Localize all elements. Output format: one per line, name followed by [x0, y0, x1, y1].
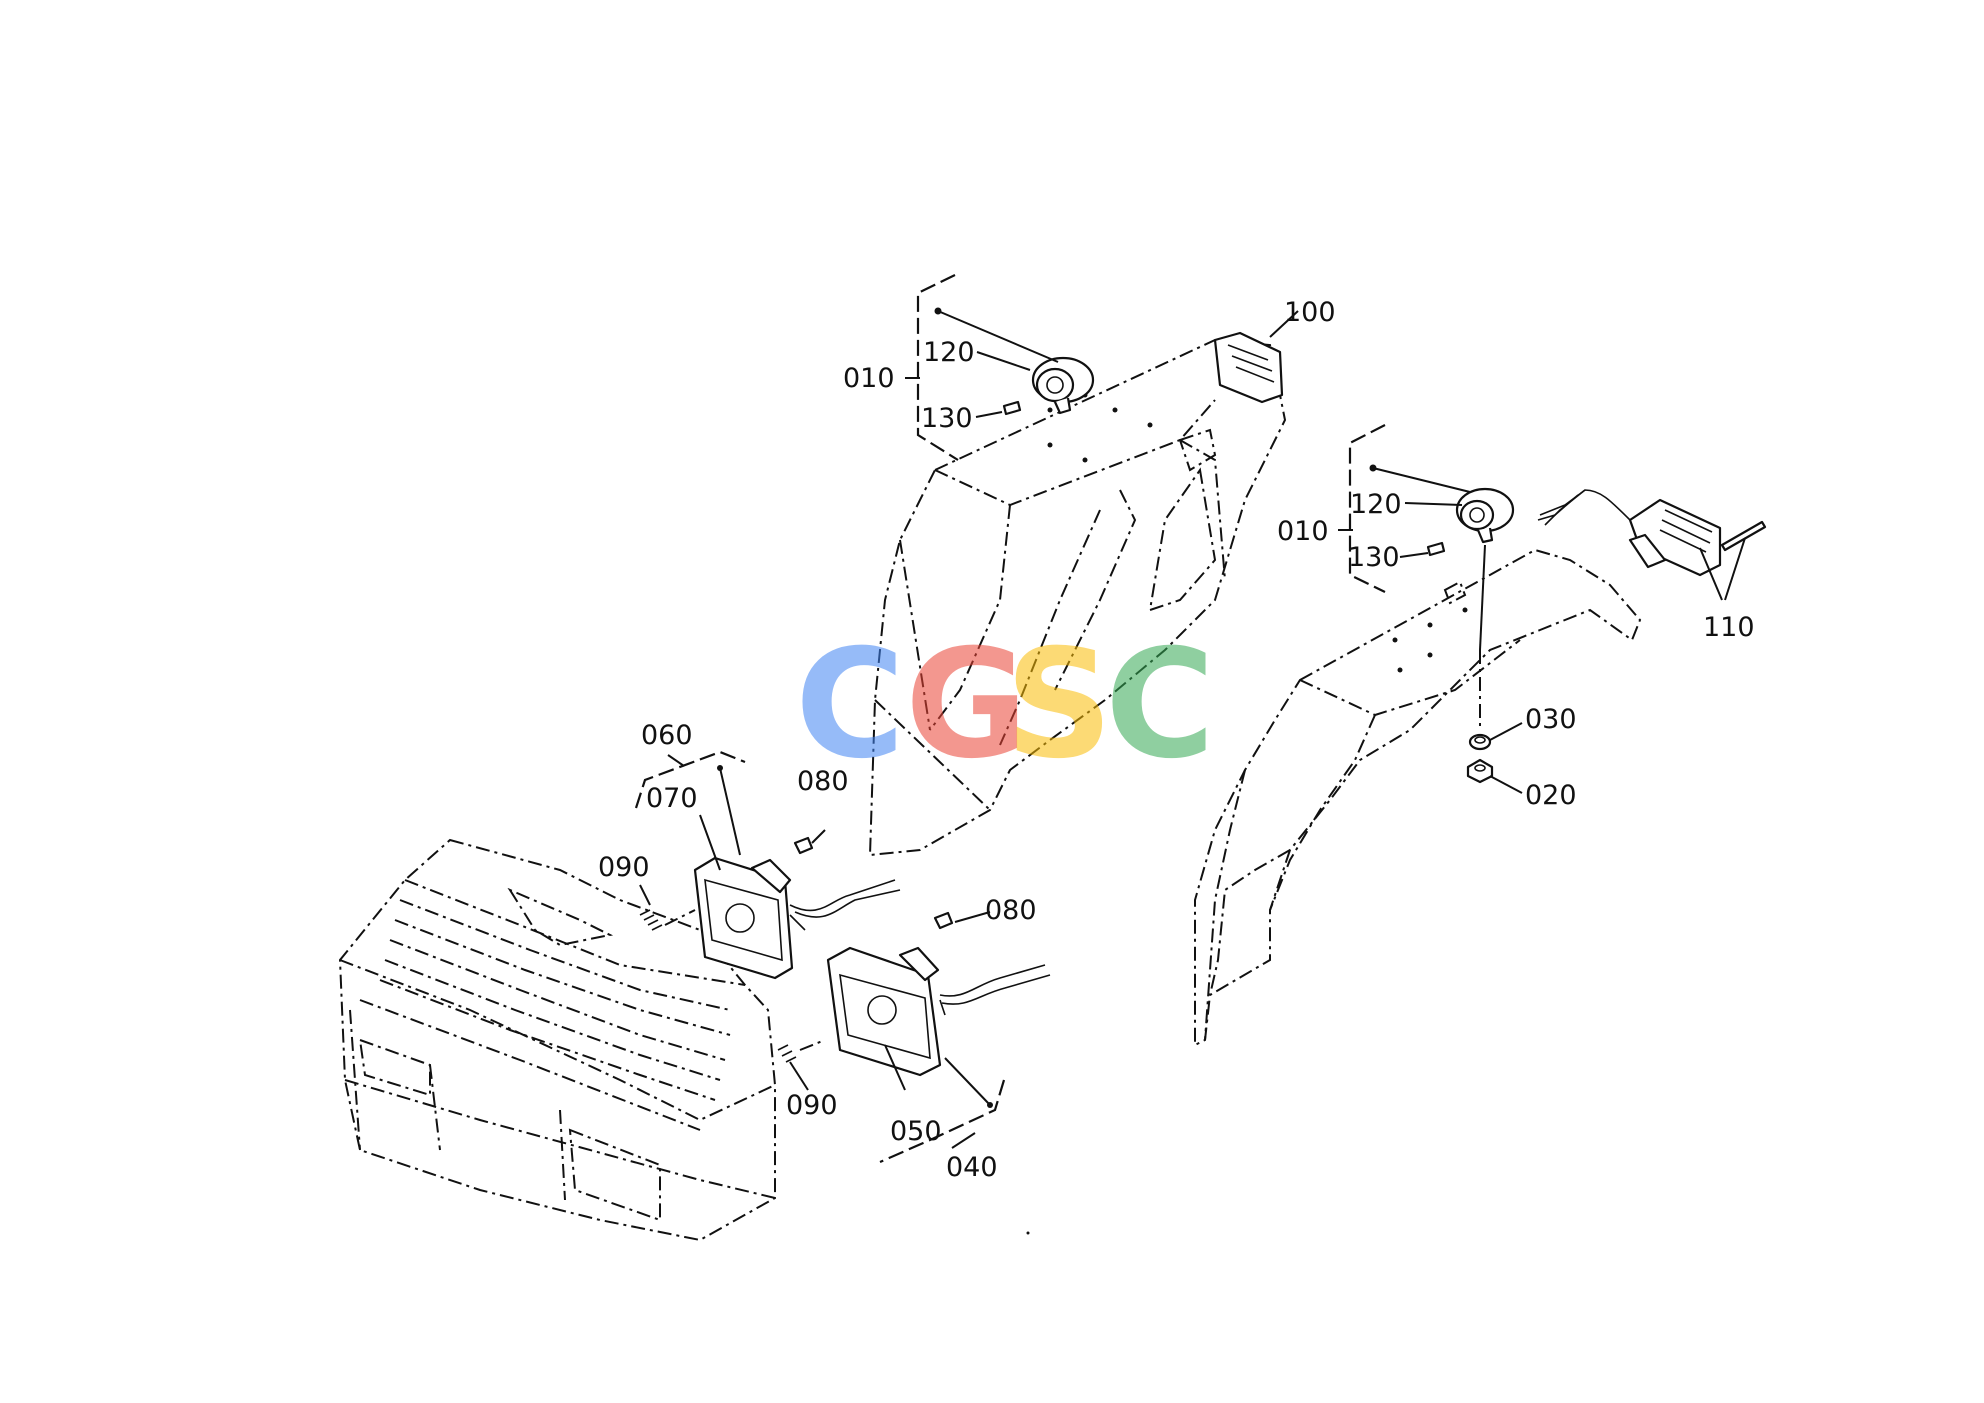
tail-lamp-100 [1213, 331, 1284, 404]
callout-020: 020 [1525, 780, 1577, 811]
spring-090-top [639, 884, 696, 931]
callout-110: 110 [1703, 612, 1755, 643]
callout-090-bottom: 090 [786, 1090, 838, 1121]
watermark-letter-s: S [1005, 618, 1113, 792]
callout-010-left: 010 [843, 363, 895, 394]
nut-020 [1466, 758, 1494, 784]
leader-120-left [937, 310, 1059, 363]
callout-120-right: 120 [1350, 489, 1402, 520]
callout-090-top: 090 [598, 852, 650, 883]
washer-030 [1468, 733, 1492, 751]
callout-010-right: 010 [1277, 516, 1329, 547]
callout-030: 030 [1525, 704, 1577, 735]
watermark-letter-c2: C [1105, 618, 1215, 792]
callout-130-left: 130 [921, 403, 973, 434]
callout-080-bottom: 080 [985, 895, 1037, 926]
watermark-letter-g: G [905, 618, 1028, 792]
turn-signal-lamp-110 [1537, 489, 1767, 577]
callout-070: 070 [646, 783, 698, 814]
screw-080-bottom [933, 911, 991, 930]
watermark-logo: C G S C [795, 618, 1215, 792]
callout-080-top: 080 [797, 766, 849, 797]
callout-120-left: 120 [923, 337, 975, 368]
callout-labels: 010 120 130 100 010 120 130 110 030 020 … [598, 297, 1755, 1183]
callout-050: 050 [890, 1116, 942, 1147]
group-bracket-010-left [916, 274, 959, 461]
headlight-040 [826, 946, 1051, 1077]
screw-080-top [793, 829, 826, 855]
watermark-letter-c1: C [795, 618, 905, 792]
group-bracket-010-right [1348, 424, 1386, 593]
work-light-right [1426, 487, 1515, 730]
callout-130-right: 130 [1348, 542, 1400, 573]
work-light-left [1002, 356, 1095, 416]
callout-100: 100 [1284, 297, 1336, 328]
group-bracket-040 [879, 1079, 1006, 1164]
spring-090-bottom [777, 1039, 826, 1091]
front-grille [338, 838, 776, 1242]
callout-060: 060 [641, 720, 693, 751]
callout-040: 040 [946, 1152, 998, 1183]
left-fender [868, 338, 1287, 857]
headlight-060 [693, 856, 901, 980]
right-fender [1194, 548, 1642, 1047]
